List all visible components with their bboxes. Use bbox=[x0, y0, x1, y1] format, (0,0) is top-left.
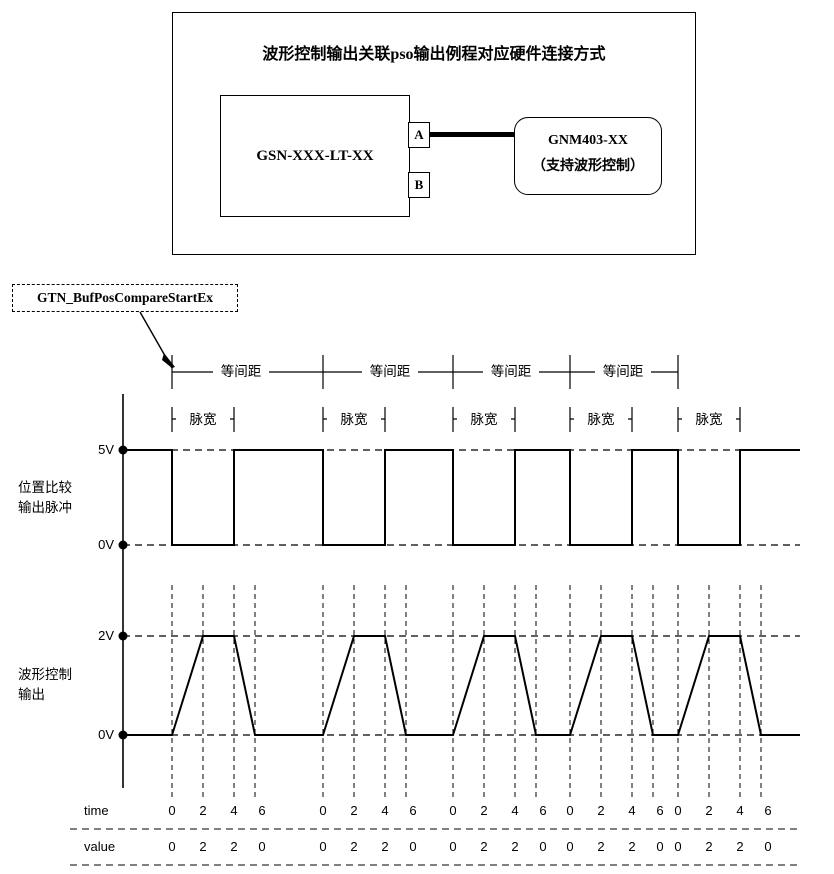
table-value-4-1: 2 bbox=[705, 839, 712, 854]
signal1-ytick-low: 0V bbox=[98, 537, 114, 552]
table-value-0-1: 2 bbox=[199, 839, 206, 854]
drive-label-line1: GNM403-XX bbox=[547, 133, 629, 148]
interval-label-3: 等间距 bbox=[603, 363, 644, 379]
table-time-4-0: 0 bbox=[674, 803, 681, 818]
port-a: A bbox=[408, 122, 430, 148]
table-time-1-0: 0 bbox=[319, 803, 326, 818]
table-value-2-1: 2 bbox=[480, 839, 487, 854]
callout-box: GTN_BufPosCompareStartEx bbox=[12, 284, 238, 312]
interval-label-1: 等间距 bbox=[370, 363, 411, 379]
hardware-panel-title: 波形控制输出关联pso输出例程对应硬件连接方式 bbox=[262, 46, 606, 63]
table-time-2-2: 4 bbox=[511, 803, 518, 818]
table-value-1-3: 0 bbox=[409, 839, 416, 854]
table-time-4-2: 4 bbox=[736, 803, 743, 818]
table-time-1-3: 6 bbox=[409, 803, 416, 818]
drive-label-line2: （支持波形控制） bbox=[532, 159, 644, 174]
pulse-width-label-4: 脉宽 bbox=[696, 411, 723, 427]
table-time-3-1: 2 bbox=[597, 803, 604, 818]
value-table: time value 0 2 4 6 0 2 2 0 0 2 4 6 0 2 2… bbox=[70, 803, 800, 866]
table-time-0-1: 2 bbox=[199, 803, 206, 818]
table-time-3-3: 6 bbox=[656, 803, 663, 818]
pulse-width-label-0: 脉宽 bbox=[190, 411, 217, 427]
signal2-label-line2: 输出 bbox=[18, 687, 45, 702]
table-time-4-3: 6 bbox=[764, 803, 771, 818]
table-value-3-0: 0 bbox=[566, 839, 573, 854]
signal-position-compare: 5V 0V 位置比较 输出脉冲 bbox=[18, 442, 800, 552]
waveform-chart: 等间距 等间距 等间距 等间距 脉宽 脉宽 脉宽 脉宽 脉宽 bbox=[18, 311, 800, 866]
table-time-2-0: 0 bbox=[449, 803, 456, 818]
table-row-label-time: time bbox=[84, 803, 109, 818]
drive-box bbox=[514, 117, 662, 195]
table-value-2-2: 2 bbox=[511, 839, 518, 854]
table-value-0-3: 0 bbox=[258, 839, 265, 854]
table-row-label-value: value bbox=[84, 839, 115, 854]
port-b: B bbox=[408, 172, 430, 198]
table-value-3-2: 2 bbox=[628, 839, 635, 854]
table-time-0-2: 4 bbox=[230, 803, 237, 818]
table-value-0-0: 0 bbox=[168, 839, 175, 854]
table-value-1-0: 0 bbox=[319, 839, 326, 854]
table-value-4-2: 2 bbox=[736, 839, 743, 854]
table-time-2-1: 2 bbox=[480, 803, 487, 818]
table-value-4-3: 0 bbox=[764, 839, 771, 854]
table-time-1-1: 2 bbox=[350, 803, 357, 818]
table-value-4-0: 0 bbox=[674, 839, 681, 854]
signal2-label-line1: 波形控制 bbox=[18, 667, 72, 682]
table-value-0-2: 2 bbox=[230, 839, 237, 854]
table-value-3-3: 0 bbox=[656, 839, 663, 854]
signal1-ytick-high: 5V bbox=[98, 442, 114, 457]
table-value-2-3: 0 bbox=[539, 839, 546, 854]
table-time-3-2: 4 bbox=[628, 803, 635, 818]
table-time-0-3: 6 bbox=[258, 803, 265, 818]
signal2-ytick-low: 0V bbox=[98, 727, 114, 742]
table-time-3-0: 0 bbox=[566, 803, 573, 818]
pulse-width-brackets: 脉宽 脉宽 脉宽 脉宽 脉宽 bbox=[171, 407, 741, 432]
table-value-1-1: 2 bbox=[350, 839, 357, 854]
signal2-ytick-high: 2V bbox=[98, 628, 114, 643]
table-time-2-3: 6 bbox=[539, 803, 546, 818]
interval-label-2: 等间距 bbox=[491, 363, 532, 379]
pulse-width-label-3: 脉宽 bbox=[588, 411, 615, 427]
table-time-4-1: 2 bbox=[705, 803, 712, 818]
controller-box bbox=[220, 95, 410, 217]
table-value-3-1: 2 bbox=[597, 839, 604, 854]
cable-connector bbox=[430, 132, 516, 137]
interval-brackets: 等间距 等间距 等间距 等间距 bbox=[171, 355, 679, 389]
table-time-1-2: 4 bbox=[381, 803, 388, 818]
controller-label: GSN-XXX-LT-XX bbox=[256, 148, 374, 164]
signal1-label-line1: 位置比较 bbox=[18, 480, 72, 495]
table-time-0-0: 0 bbox=[168, 803, 175, 818]
pulse-width-label-2: 脉宽 bbox=[471, 411, 498, 427]
signal1-label-line2: 输出脉冲 bbox=[18, 500, 72, 515]
signal-waveform-control: 2V 0V 波形控制 输出 bbox=[18, 628, 800, 742]
table-value-1-2: 2 bbox=[381, 839, 388, 854]
interval-label-0: 等间距 bbox=[221, 363, 262, 379]
table-value-2-0: 0 bbox=[449, 839, 456, 854]
pulse-width-label-1: 脉宽 bbox=[341, 411, 368, 427]
